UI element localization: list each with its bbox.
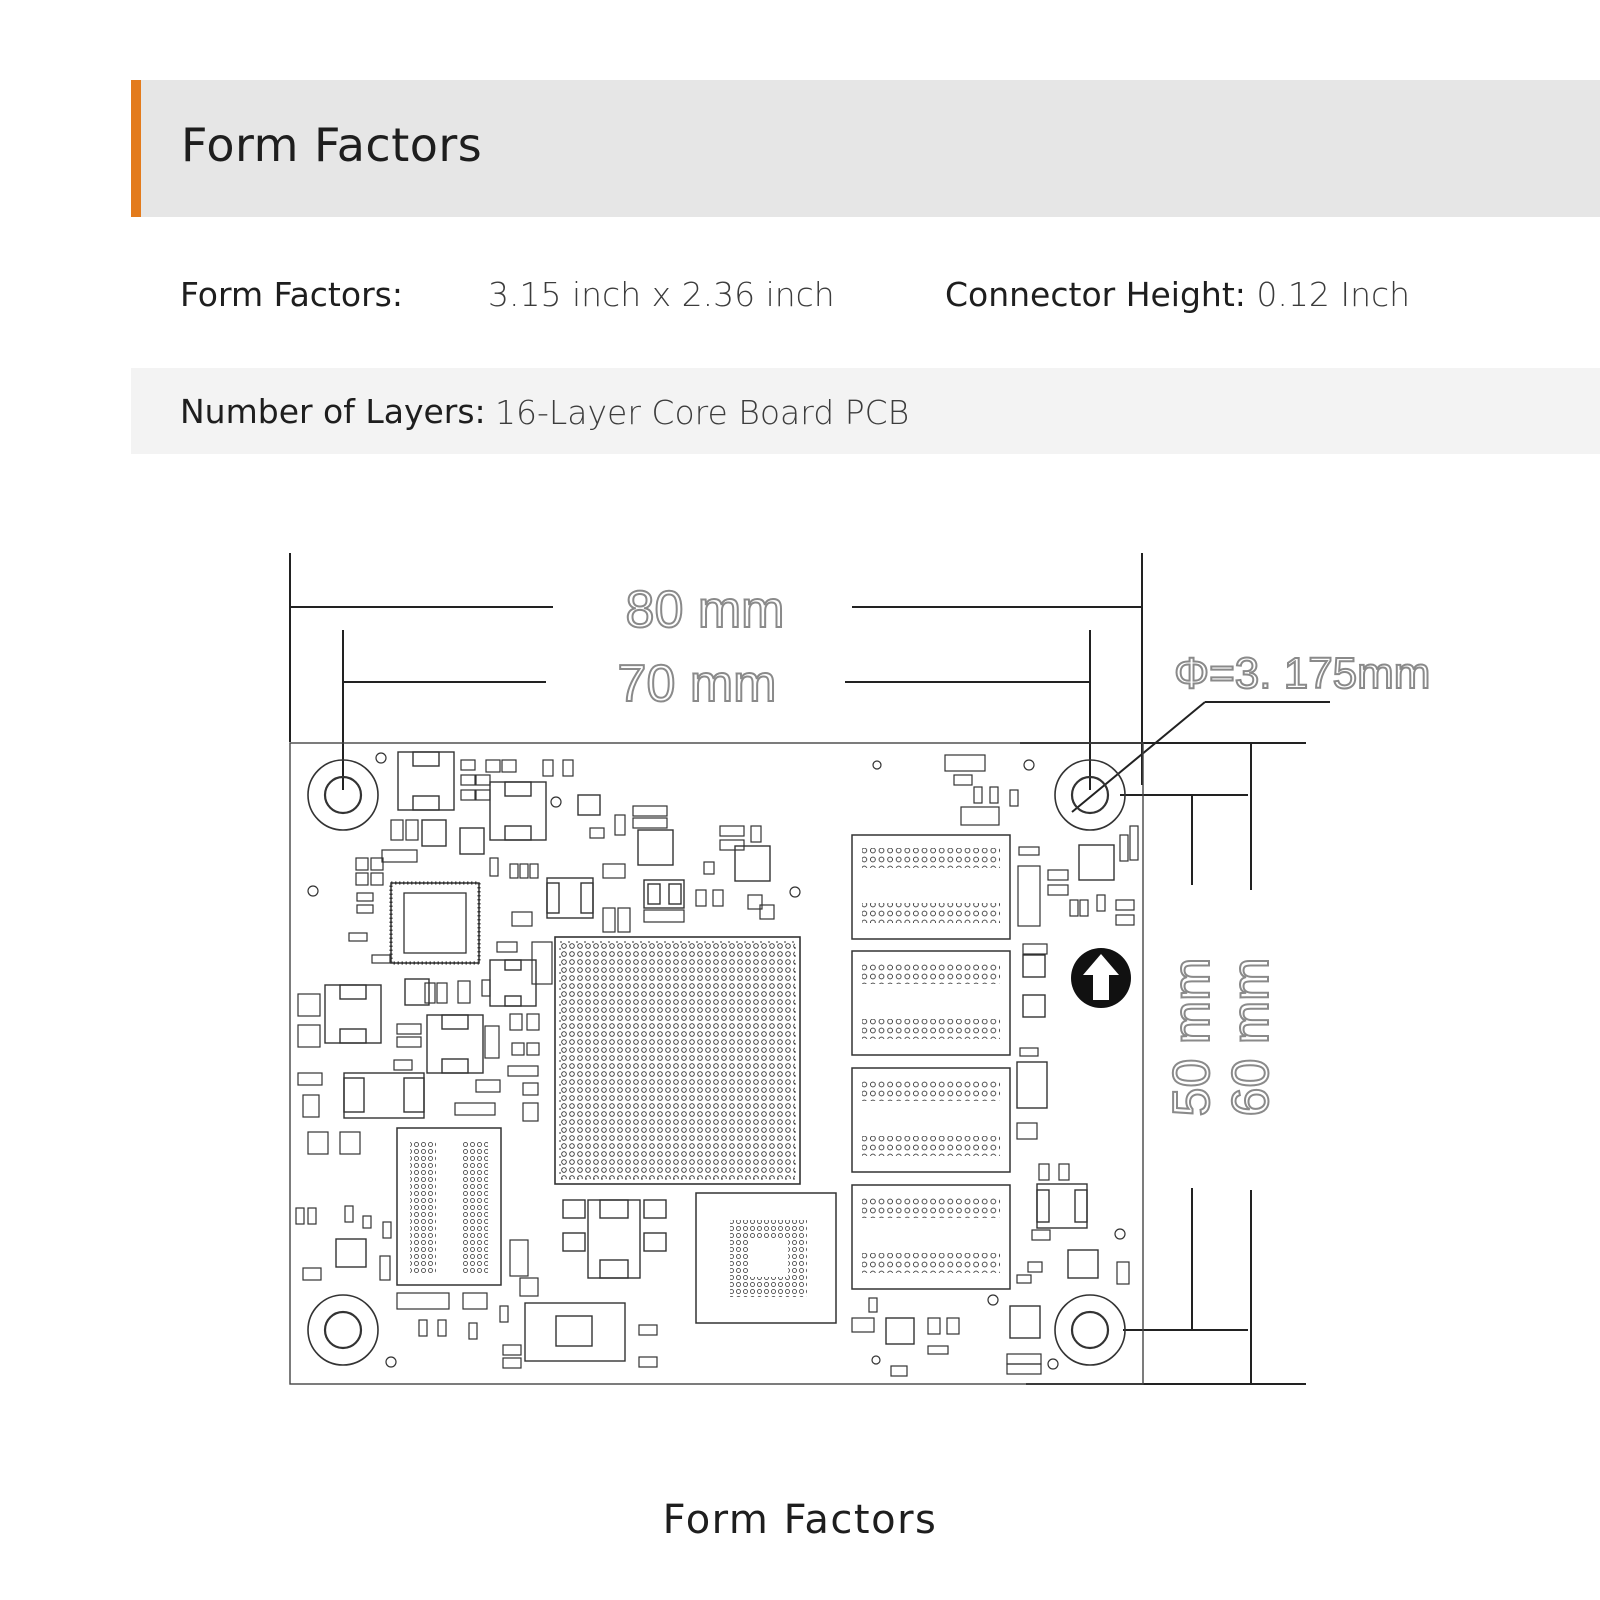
spec-connector-height: Connector Height: 0.12 Inch (945, 278, 1410, 311)
section-header: Form Factors (131, 80, 1600, 217)
spec-layers-value-wrap: 16-Layer Core Board PCB (495, 396, 909, 429)
mounting-hole-bottom-right (1054, 1294, 1126, 1366)
spec-row-background (131, 368, 1600, 454)
mounting-hole-top-right (1054, 759, 1126, 831)
page-title: Form Factors (181, 118, 483, 172)
pcb-outline (289, 742, 1144, 1385)
orientation-arrow-icon (1071, 948, 1131, 1008)
spec-form-factors-value-wrap: 3.15 inch x 2.36 inch (488, 278, 835, 311)
dim-label-50mm: 50 mm (1163, 958, 1221, 1117)
power-components (324, 751, 1115, 1362)
spec-layers-value: 16-Layer Core Board PCB (495, 393, 910, 432)
emmc-chip (695, 1192, 837, 1324)
fiducials (307, 752, 1126, 1370)
spec-form-factors: Form Factors: (180, 278, 403, 311)
mounting-hole-top-left (307, 759, 379, 831)
mounting-hole-bottom-left (307, 1294, 379, 1366)
spec-connector-height-value: 0.12 Inch (1256, 275, 1411, 314)
dim-label-hole-diameter: Φ=3. 175mm (1174, 649, 1430, 698)
ddr-memory-chips (851, 834, 1011, 1290)
ddr-chip-u16 (851, 834, 1011, 940)
spec-form-factors-value: 3.15 inch x 2.36 inch (488, 275, 835, 314)
figure-caption: Form Factors (662, 1497, 938, 1543)
spec-form-factors-label: Form Factors: (180, 275, 403, 314)
dim-label-80mm: 80 mm (626, 581, 785, 639)
dim-label-70mm: 70 mm (618, 655, 777, 713)
header-accent-bar (131, 80, 141, 217)
spec-connector-height-label: Connector Height: (945, 275, 1246, 314)
main-processor-bga (554, 936, 801, 1185)
ddr-chip-u14 (851, 1067, 1011, 1173)
spec-layers-label: Number of Layers: (180, 392, 486, 431)
left-bga-chip (396, 1127, 502, 1286)
dim-label-60mm: 60 mm (1222, 958, 1280, 1117)
spec-layers: Number of Layers: (180, 395, 486, 428)
hole-leader-line (1071, 701, 1206, 813)
ddr-chip-u12 (851, 1184, 1011, 1290)
qfn-chip-u87 (389, 881, 481, 965)
passive-components (295, 754, 1139, 1377)
ddr-chip-u15 (851, 950, 1011, 1056)
